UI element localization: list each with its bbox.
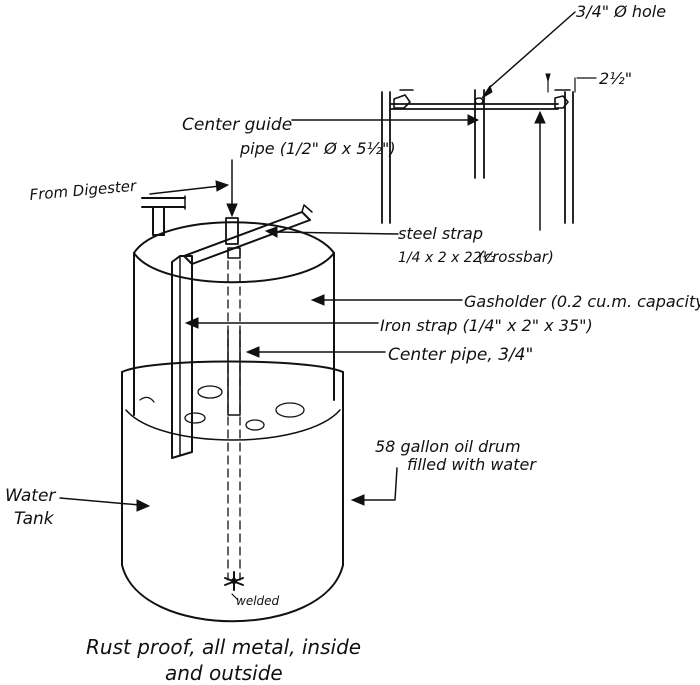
water-tank: [121, 360, 344, 623]
center-guide-label-2: pipe (1/2" Ø x 5½"): [239, 139, 396, 158]
inlet-pipe: [141, 195, 186, 236]
leader-lines: [59, 110, 546, 512]
steel-strap-label-1: steel strap: [398, 224, 483, 243]
crossbar: [183, 204, 313, 265]
drum-label-2: filled with water: [407, 455, 537, 474]
iron-strap: [171, 255, 193, 459]
welded-label: welded: [236, 594, 280, 608]
from-digester-label: From Digester: [29, 177, 138, 204]
crossbar-label: (crossbar): [478, 248, 554, 266]
gasholder: [133, 221, 335, 416]
text-labels: 3/4" Ø hole 2½" Center guide pipe (1/2" …: [5, 2, 700, 685]
caption-line-2: and outside: [165, 661, 283, 685]
center-pipe-label: Center pipe, 3/4": [388, 345, 533, 365]
offset-label: 2½": [599, 69, 632, 88]
drum-label-1: 58 gallon oil drum: [375, 437, 521, 456]
center-pipe: [227, 247, 241, 581]
inset-detail: [381, 11, 597, 224]
water-tank-label-1: Water: [5, 486, 56, 506]
gasholder-label: Gasholder (0.2 cu.m. capacity): [464, 292, 700, 311]
hole-label: 3/4" Ø hole: [576, 2, 666, 21]
center-guide-label-1: Center guide: [182, 115, 292, 135]
welded-base: [224, 571, 244, 591]
water-tank-label-2: Tank: [14, 509, 55, 529]
center-guide-pipe: [225, 217, 239, 245]
iron-strap-label: Iron strap (1/4" x 2" x 35"): [380, 316, 593, 335]
caption-line-1: Rust proof, all metal, inside: [86, 635, 361, 659]
steel-strap-label-2: 1/4 x 2 x 22½: [398, 250, 496, 266]
